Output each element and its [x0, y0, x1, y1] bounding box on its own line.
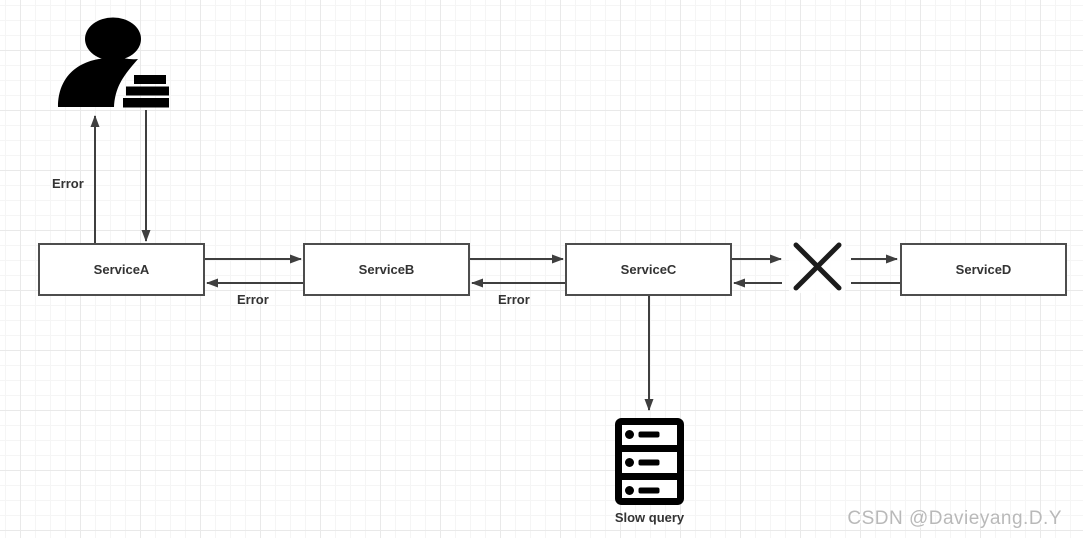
- watermark-text: CSDN @Davieyang.D.Y: [847, 508, 1062, 529]
- node-servicea[interactable]: ServiceA: [38, 243, 205, 296]
- node-serviced[interactable]: ServiceD: [900, 243, 1067, 296]
- node-serviceb[interactable]: ServiceB: [303, 243, 470, 296]
- database-label: Slow query: [614, 510, 685, 525]
- user-icon[interactable]: [57, 14, 169, 108]
- failure-x-icon[interactable]: [789, 239, 845, 293]
- failure-x-background: [789, 239, 845, 293]
- failure-x-stroke: [793, 242, 842, 291]
- node-servicec[interactable]: ServiceC: [565, 243, 732, 296]
- failure-x-stroke: [793, 242, 842, 291]
- edge-label-ab-error: Error: [237, 292, 269, 307]
- node-label: ServiceD: [955, 262, 1012, 277]
- edge-label-user-error: Error: [52, 176, 84, 191]
- database-server-icon[interactable]: [615, 418, 684, 505]
- node-label: ServiceA: [93, 262, 150, 277]
- node-label: ServiceC: [620, 262, 677, 277]
- edge-label-bc-error: Error: [498, 292, 530, 307]
- node-label: ServiceB: [358, 262, 415, 277]
